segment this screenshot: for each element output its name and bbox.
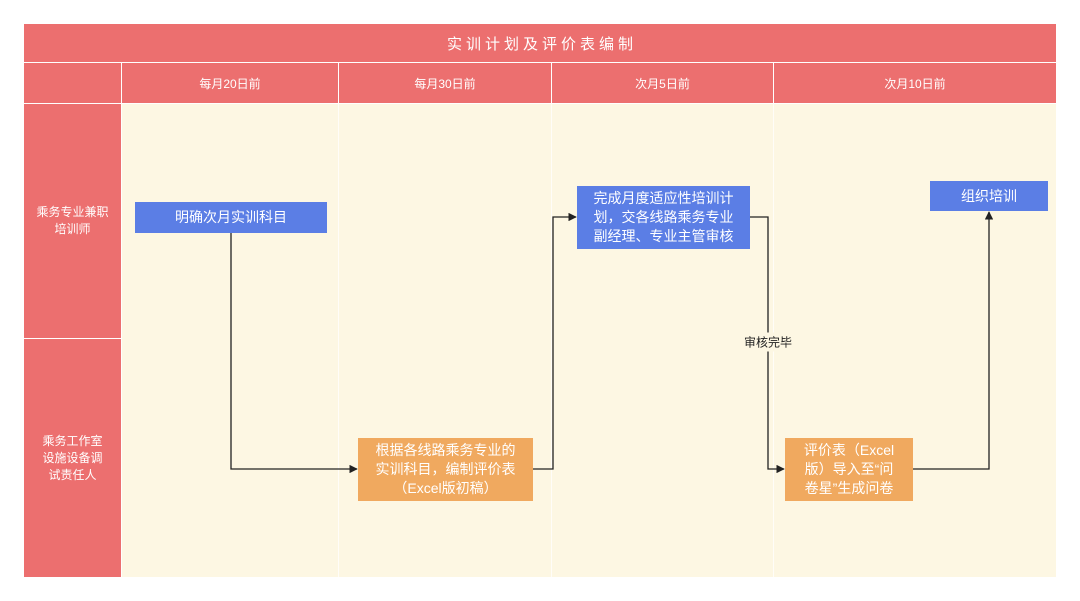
column-header-4: 次月10日前 xyxy=(774,63,1056,103)
node-text-line: 根据各线路乘务专业的 xyxy=(375,442,516,458)
node-text-line: 完成月度适应性培训计 xyxy=(593,190,734,206)
column-header-1: 每月20日前 xyxy=(122,63,338,103)
diagram-title: 实训计划及评价表编制 xyxy=(24,24,1056,62)
lane-label-line: 设施设备调 xyxy=(42,450,103,465)
lane-label-line: 培训师 xyxy=(54,222,91,236)
column-divider xyxy=(338,104,339,577)
lane-label-1: 乘务专业兼职 培训师 xyxy=(24,104,121,338)
node-text-line: （Excel版初稿） xyxy=(393,480,498,496)
node-text-line: 划，交各线路乘务专业 xyxy=(593,209,734,225)
node-text-line: 实训科目，编制评价表 xyxy=(375,461,516,477)
column-header-3: 次月5日前 xyxy=(552,63,773,103)
header-corner-cell xyxy=(24,63,121,103)
edge-node1-to-node2 xyxy=(230,233,358,474)
process-node-monthly-training-plan: 完成月度适应性培训计 划，交各线路乘务专业 副经理、专业主管审核 xyxy=(577,186,750,249)
process-node-organize-training: 组织培训 xyxy=(930,181,1048,211)
column-divider xyxy=(551,104,552,577)
process-node-draft-evaluation-form: 根据各线路乘务专业的 实训科目，编制评价表 （Excel版初稿） xyxy=(358,438,533,501)
node-text-line: 版）导入至“问 xyxy=(804,461,894,477)
node-text-line: 明确次月实训科目 xyxy=(175,209,287,225)
node-text-line: 副经理、专业主管审核 xyxy=(593,228,734,244)
node-text-line: 评价表（Excel xyxy=(803,442,895,458)
process-node-define-training-subjects: 明确次月实训科目 xyxy=(135,202,327,233)
process-node-import-questionnaire: 评价表（Excel 版）导入至“问 卷星”生成问卷 xyxy=(785,438,913,501)
node-text-line: 组织培训 xyxy=(961,187,1017,204)
column-header-2: 每月30日前 xyxy=(339,63,551,103)
edge-node2-to-node3 xyxy=(533,212,577,470)
lane-label-line: 乘务专业兼职 xyxy=(36,205,109,219)
edge-label-review-complete: 审核完毕 xyxy=(741,332,795,352)
lane-label-line: 乘务工作室 xyxy=(42,433,103,448)
lane-label-2: 乘务工作室 设施设备调 试责任人 xyxy=(24,339,121,577)
node-text-line: 卷星”生成问卷 xyxy=(804,480,894,496)
edge-node4-to-node5 xyxy=(913,211,994,470)
lane-label-line: 试责任人 xyxy=(48,467,97,482)
